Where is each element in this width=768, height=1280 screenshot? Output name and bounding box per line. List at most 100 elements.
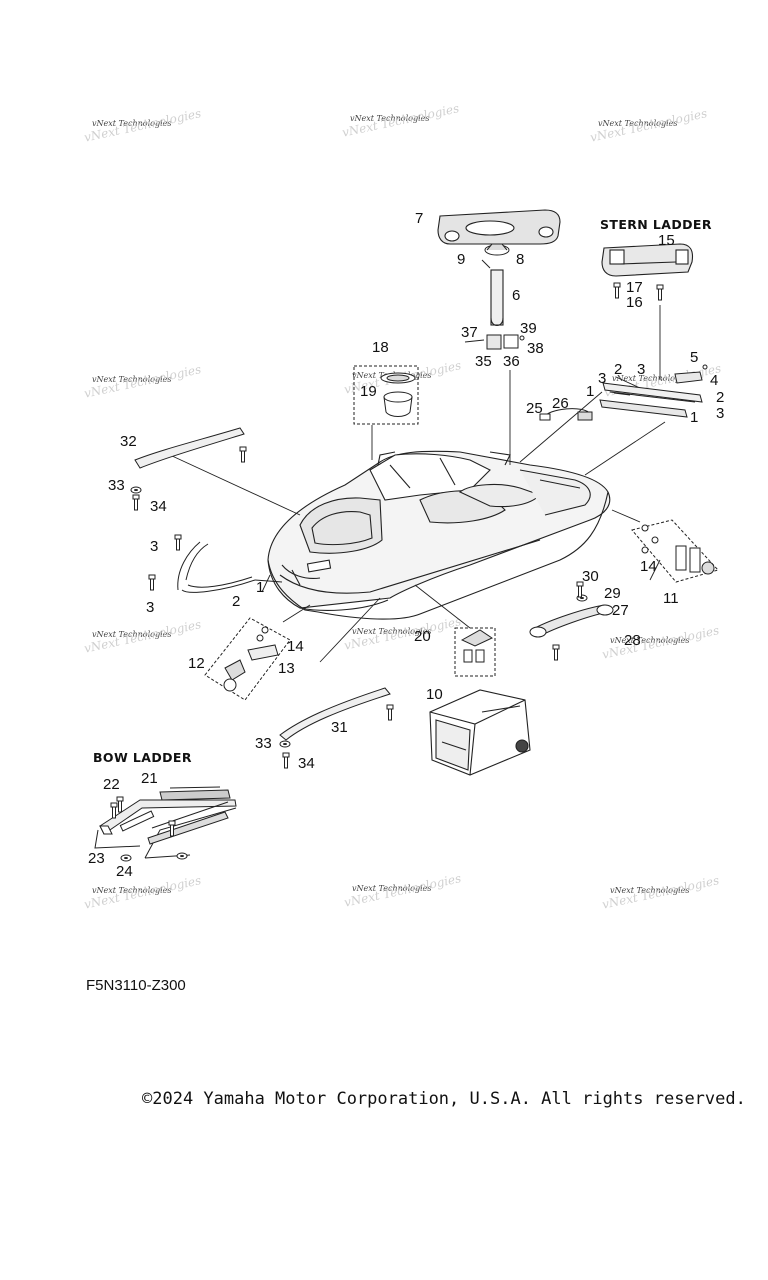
callout-14: 14 — [287, 638, 304, 655]
part-20-fitting — [454, 627, 496, 677]
stern-ladder-title: STERN LADDER — [600, 217, 712, 232]
part-27-handle — [529, 604, 614, 638]
svg-text:vNext Technologies: vNext Technologies — [92, 375, 171, 384]
diagram-code: F5N3110-Z300 — [86, 977, 186, 994]
bolt-icon — [552, 644, 560, 661]
bolt-icon — [116, 796, 124, 813]
watermark: vNext Technologies vNext Technologies — [83, 617, 203, 655]
svg-text:vNext Technologies: vNext Technologies — [352, 884, 431, 893]
svg-text:vNext Technologies: vNext Technologies — [92, 119, 171, 128]
callout-24: 24 — [116, 863, 133, 880]
watermark: vNext Technologies vNext Technologies — [343, 614, 463, 652]
part-25-26-grab-handle — [539, 408, 593, 421]
callout-4: 4 — [710, 372, 718, 389]
callout-18: 18 — [372, 339, 389, 356]
callout-14: 14 — [640, 558, 657, 575]
callout-30: 30 — [582, 568, 599, 585]
callout-2: 2 — [716, 389, 724, 406]
callout-37: 37 — [461, 324, 478, 341]
callout-3: 3 — [150, 538, 158, 555]
callout-2: 2 — [614, 361, 622, 378]
callout-26: 26 — [552, 395, 569, 412]
part-6-pole — [490, 269, 504, 327]
callout-15: 15 — [658, 232, 675, 249]
callout-3: 3 — [716, 405, 724, 422]
callout-33: 33 — [255, 735, 272, 752]
bow-ladder — [94, 786, 237, 859]
part-31-rail — [279, 687, 391, 741]
callout-32: 32 — [120, 433, 137, 450]
callout-16: 16 — [626, 294, 643, 311]
callout-1: 1 — [586, 383, 594, 400]
callout-19: 19 — [360, 383, 377, 400]
watermark: vNext Technologies vNext Technologies — [601, 873, 721, 911]
callout-11: 11 — [663, 590, 679, 607]
callout-38: 38 — [527, 340, 544, 357]
bolt-icon — [282, 752, 290, 769]
callout-28: 28 — [624, 632, 641, 649]
bolt-icon — [239, 446, 247, 463]
part-2-side-rail — [177, 541, 256, 593]
watermark: vNext Technologies vNext Technologies — [589, 106, 709, 144]
part-32-rail — [134, 427, 245, 469]
watermark: vNext Technologies vNext Technologies — [601, 623, 721, 661]
callout-29: 29 — [604, 585, 621, 602]
callout-10: 10 — [426, 686, 443, 703]
callout-20: 20 — [414, 628, 431, 645]
svg-text:vNext Technologies: vNext Technologies — [612, 374, 691, 383]
svg-text:vNext Technologies: vNext Technologies — [610, 886, 689, 895]
callout-1: 1 — [256, 579, 264, 596]
watermark: vNext Technologies vNext Technologies — [343, 871, 463, 909]
bolt-icon — [386, 704, 394, 721]
washer-icon — [120, 854, 132, 862]
callout-7: 7 — [415, 210, 423, 227]
callout-3: 3 — [598, 370, 606, 387]
callout-1: 1 — [690, 409, 698, 426]
callout-22: 22 — [103, 776, 120, 793]
callout-25: 25 — [526, 400, 543, 417]
washer-icon — [279, 740, 291, 748]
part-35-39-bushings — [464, 334, 525, 350]
callout-6: 6 — [512, 287, 520, 304]
stern-ladder — [601, 243, 694, 277]
svg-text:vNext Technologies: vNext Technologies — [598, 119, 677, 128]
callout-2: 2 — [232, 593, 240, 610]
callout-36: 36 — [503, 353, 520, 370]
callout-35: 35 — [475, 353, 492, 370]
watermark: vNext Technologies vNext Technologies — [83, 362, 203, 400]
callout-5: 5 — [690, 349, 698, 366]
svg-text:vNext Technologies: vNext Technologies — [350, 114, 429, 123]
callout-9: 9 — [457, 251, 465, 268]
washer-icon — [130, 486, 142, 494]
watermark: vNext Technologies vNext Technologies — [83, 873, 203, 911]
callout-3: 3 — [146, 599, 154, 616]
callout-34: 34 — [150, 498, 167, 515]
part-10-cooler — [429, 689, 531, 776]
leader-lines — [169, 305, 701, 663]
part-7-tower-top — [437, 209, 561, 245]
callout-13: 13 — [278, 660, 295, 677]
callout-31: 31 — [331, 719, 348, 736]
bolt-icon — [148, 574, 156, 591]
callout-21: 21 — [141, 770, 158, 787]
bolt-icon — [174, 534, 182, 551]
callout-39: 39 — [520, 320, 537, 337]
copyright-notice: ©2024 Yamaha Motor Corporation, U.S.A. A… — [142, 1089, 746, 1109]
stern-rails — [599, 382, 703, 418]
callout-17: 17 — [626, 279, 643, 296]
watermark: vNext Technologies vNext Technologies — [341, 101, 461, 139]
part-18-cup-holder-box — [353, 365, 419, 425]
boat-hull — [267, 450, 611, 620]
svg-text:vNext Technologies: vNext Technologies — [610, 636, 689, 645]
callout-12: 12 — [188, 655, 205, 672]
callout-27: 27 — [612, 602, 629, 619]
part-4-5-step — [674, 364, 708, 384]
callout-3: 3 — [637, 361, 645, 378]
bow-ladder-title: BOW LADDER — [93, 750, 192, 765]
part-9-pin — [481, 259, 491, 269]
washer-icon — [176, 852, 188, 860]
callout-8: 8 — [516, 251, 524, 268]
callout-33: 33 — [108, 477, 125, 494]
